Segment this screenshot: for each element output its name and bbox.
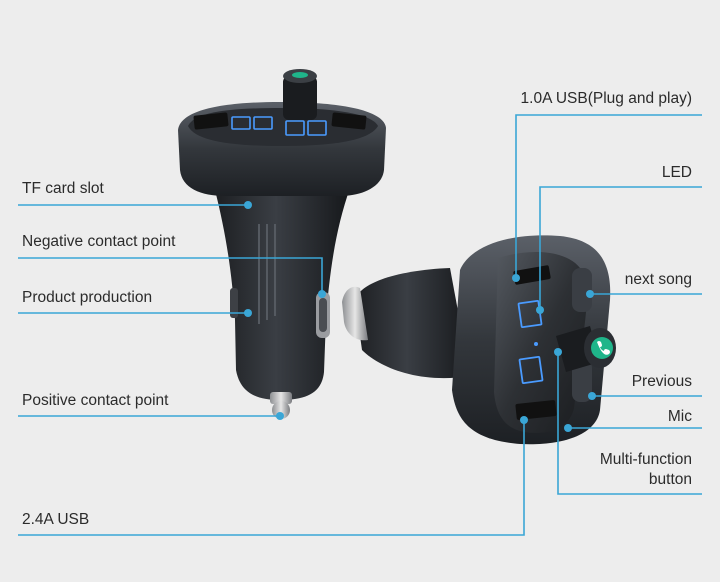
label-multi-function-line2: button [648,471,692,489]
front-body-print [258,224,276,324]
label-multi-function-line1: Multi-function [599,451,692,468]
angled-barrel-tip [342,286,368,341]
front-positive-tip [270,392,292,404]
angled-next-button [572,268,592,312]
label-tf-card-slot: TF card slot [22,180,104,197]
label-next-song: next song [624,271,692,288]
angled-usb-bottom [515,400,557,420]
callout-2-4a-usb [18,420,525,536]
front-led-display [231,116,327,136]
front-side-button-inner [319,298,327,332]
front-left-contact [230,288,238,318]
label-product-production: Product production [22,289,153,306]
angled-barrel [355,268,470,379]
front-knob [283,69,317,120]
angled-face [494,252,587,433]
angled-usb-top [513,265,551,285]
front-usb-right [331,112,367,130]
front-body [215,188,350,400]
callout-lines [18,114,702,536]
angled-prev-button [572,360,592,402]
callout-1-0a-usb [515,114,702,278]
label-led: LED [661,164,692,181]
callout-negative-contact [18,257,323,294]
callout-led [539,186,702,310]
callout-multi-function [557,352,702,495]
label-negative-contact-point: Negative contact point [22,233,176,250]
transmitter-front-view [178,69,386,419]
front-usb-left [193,112,229,130]
label-previous: Previous [631,373,692,390]
transmitter-angled-view [342,235,616,445]
label-1-0a-usb: 1.0A USB(Plug and play) [520,90,692,107]
label-mic: Mic [667,408,692,425]
label-positive-contact-point: Positive contact point [22,392,169,409]
phone-icon [597,341,610,355]
label-multi-function: Multi-function button [600,450,692,490]
label-2-4a-usb: 2.4A USB [22,511,90,528]
